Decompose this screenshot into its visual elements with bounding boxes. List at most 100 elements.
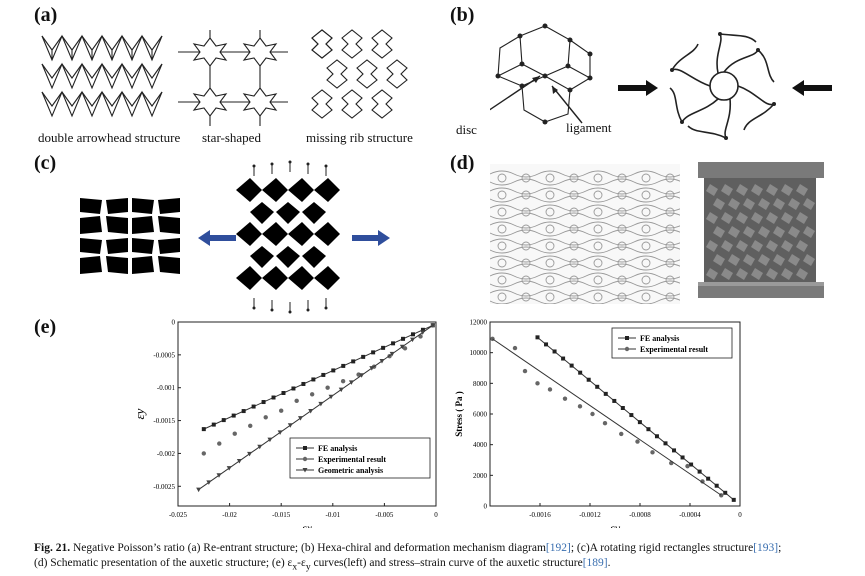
point-geometric-analysis [359,373,365,378]
point-fe-analysis [281,391,286,395]
point-geometric-analysis [410,337,416,343]
point-experimental-result [635,439,640,444]
point-geometric-analysis [389,351,395,357]
ref-189-link[interactable]: [189] [582,557,608,569]
caption-text-3: ; [778,542,782,554]
star-shaped-structure [178,30,288,126]
point-geometric-analysis [399,344,405,350]
ref-192-link[interactable]: [192] [545,542,571,554]
panel-e-label: (e) [34,316,57,338]
point-geometric-analysis [216,473,222,478]
point-experimental-result [325,385,330,390]
auxetic-2d-pattern [490,164,680,304]
legend-box [289,437,431,479]
point-fe-analysis [351,359,356,364]
legend-box [611,327,733,359]
point-fe-analysis [221,418,226,423]
y-axis-label: εy [132,408,147,419]
point-fe-analysis [371,350,376,355]
point-geometric-analysis [430,323,436,328]
point-geometric-analysis [257,444,263,450]
caption-double-arrowhead: double arrowhead structure [38,130,181,145]
caption-line-1: Fig. 21. Negative Poisson’s ratio (a) Re… [34,541,859,556]
point-fe-analysis [646,427,651,432]
y-axis-label: Stress ( Pa ) [454,391,464,437]
point-experimental-result [340,378,346,384]
point-fe-analysis [211,422,216,427]
point-experimental-result [700,479,705,484]
auxetic-3d-model [698,162,824,298]
point-fe-analysis [391,341,396,346]
point-fe-analysis [361,354,366,359]
arrow-right-blue-icon [352,230,390,246]
panel-b-label: (b) [450,4,475,26]
point-experimental-result [619,431,624,437]
point-fe-analysis [637,420,642,425]
point-fe-analysis [535,335,540,340]
x-tick-label: -0.025 [169,511,188,519]
point-fe-analysis [578,370,583,375]
point-fe-analysis [654,434,659,439]
caption-sub-y: y [305,561,311,573]
point-fe-analysis [544,342,549,347]
y-tick-label: 8000 [473,380,488,388]
point-geometric-analysis [277,430,283,435]
point-experimental-result [263,415,268,420]
panel-a-label: (a) [34,4,58,26]
point-fe-analysis [586,377,591,382]
caption-text-2: ; (c)A rotating rigid rectangles structu… [570,542,754,554]
point-fe-analysis [663,441,668,446]
point-fe-analysis [561,356,566,361]
x-tick-label: -0.015 [272,511,291,519]
point-fe-analysis [723,490,728,495]
point-geometric-analysis [196,487,202,493]
point-geometric-analysis [226,466,232,471]
point-experimental-result [590,411,595,417]
series-line-experimental-result [492,338,722,496]
x-tick-label: -0.02 [222,511,237,519]
point-experimental-result [248,423,253,429]
annotation-disc: disc [456,122,477,137]
x-tick-label: -0.01 [326,511,341,519]
point-geometric-analysis [369,366,375,371]
point-experimental-result [402,346,408,351]
point-fe-analysis [401,336,406,341]
legend-label-experimental-result: Experimental result [318,455,386,464]
point-geometric-analysis [297,416,303,421]
legend-label-geometric-analysis: Geometric analysis [318,466,383,475]
point-fe-analysis [697,469,702,474]
y-tick-label: -0.0005 [153,351,175,359]
point-experimental-result [685,463,690,469]
legend-marker-experimental-result [624,346,630,352]
y-tick-label: 10000 [470,349,488,357]
point-fe-analysis [714,483,719,488]
point-experimental-result [512,345,518,351]
point-fe-analysis [271,395,276,400]
legend-marker-fe-analysis [625,336,629,340]
legend-marker-experimental-result [302,456,308,462]
point-geometric-analysis [236,459,242,464]
point-geometric-analysis [379,359,385,364]
point-fe-analysis [595,384,600,389]
point-experimental-result [602,421,608,426]
ref-193-link[interactable]: [193] [753,542,779,554]
arrow-right-icon [618,80,658,96]
point-fe-analysis [569,363,574,368]
point-geometric-analysis [328,394,334,400]
y-tick-label: 6000 [473,411,488,419]
point-geometric-analysis [206,480,212,485]
x-tick-label: 0 [434,511,438,519]
caption-text-1: Negative Poisson’s ratio (a) Re-entrant … [72,542,546,554]
point-fe-analysis [341,363,346,368]
point-fe-analysis [620,406,625,410]
x-axis-label: εx [302,521,313,528]
rotating-rectangles-expanded [236,160,340,314]
y-tick-label: 4000 [473,441,488,449]
point-fe-analysis [552,349,557,354]
point-experimental-result [232,431,237,436]
legend-label-fe-analysis: FE analysis [640,334,679,343]
point-fe-analysis [603,391,608,396]
point-geometric-analysis [420,330,426,335]
y-tick-label: -0.0025 [153,483,175,491]
point-experimental-result [547,387,553,392]
